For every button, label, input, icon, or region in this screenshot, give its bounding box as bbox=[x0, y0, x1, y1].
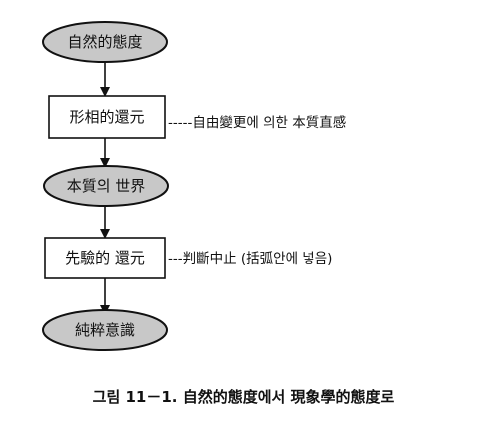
node-world-of-essences: 本質의 世界 bbox=[43, 165, 169, 207]
node-natural-attitude-label: 自然的態度 bbox=[67, 33, 142, 51]
node-transcendental-reduction-shape bbox=[44, 237, 166, 279]
node-world-of-essences-shape bbox=[43, 165, 169, 207]
node-pure-consciousness-label: 純粹意識 bbox=[75, 321, 135, 339]
node-transcendental-reduction: 先驗的 還元 bbox=[44, 237, 166, 279]
node-natural-attitude-shape bbox=[42, 21, 168, 63]
annotation-eidetic: -----自由變更에 의한 本質直感 bbox=[168, 114, 346, 131]
node-eidetic-reduction-shape bbox=[48, 95, 166, 139]
node-pure-consciousness: 純粹意識 bbox=[42, 309, 168, 351]
node-transcendental-reduction-label: 先驗的 還元 bbox=[65, 249, 145, 267]
node-pure-consciousness-shape bbox=[42, 309, 168, 351]
node-eidetic-reduction: 形相的還元 bbox=[48, 95, 166, 139]
node-world-of-essences-label: 本質의 世界 bbox=[67, 177, 146, 195]
node-eidetic-reduction-label: 形相的還元 bbox=[69, 108, 144, 126]
annotation-transcendental: ---判斷中止 (括弧안에 넣음) bbox=[168, 251, 332, 267]
figure-caption: 그림 11－1. 自然的態度에서 現象學的態度로 bbox=[92, 388, 395, 406]
node-natural-attitude: 自然的態度 bbox=[42, 21, 168, 63]
